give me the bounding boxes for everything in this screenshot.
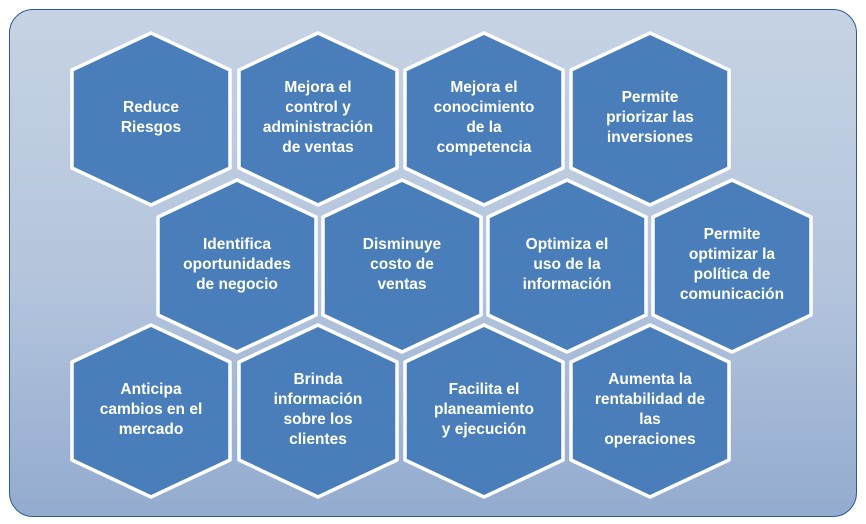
hexagon bbox=[403, 31, 565, 207]
hexagon bbox=[237, 31, 399, 207]
hexagon bbox=[651, 178, 813, 354]
hexagon bbox=[569, 31, 731, 207]
hexagon bbox=[70, 323, 232, 499]
hexagon bbox=[486, 178, 648, 354]
hexagon bbox=[237, 323, 399, 499]
hexagon bbox=[569, 323, 731, 499]
hexagon bbox=[403, 323, 565, 499]
hexagon bbox=[70, 31, 232, 207]
hexagon bbox=[156, 178, 318, 354]
hexagon bbox=[321, 178, 483, 354]
